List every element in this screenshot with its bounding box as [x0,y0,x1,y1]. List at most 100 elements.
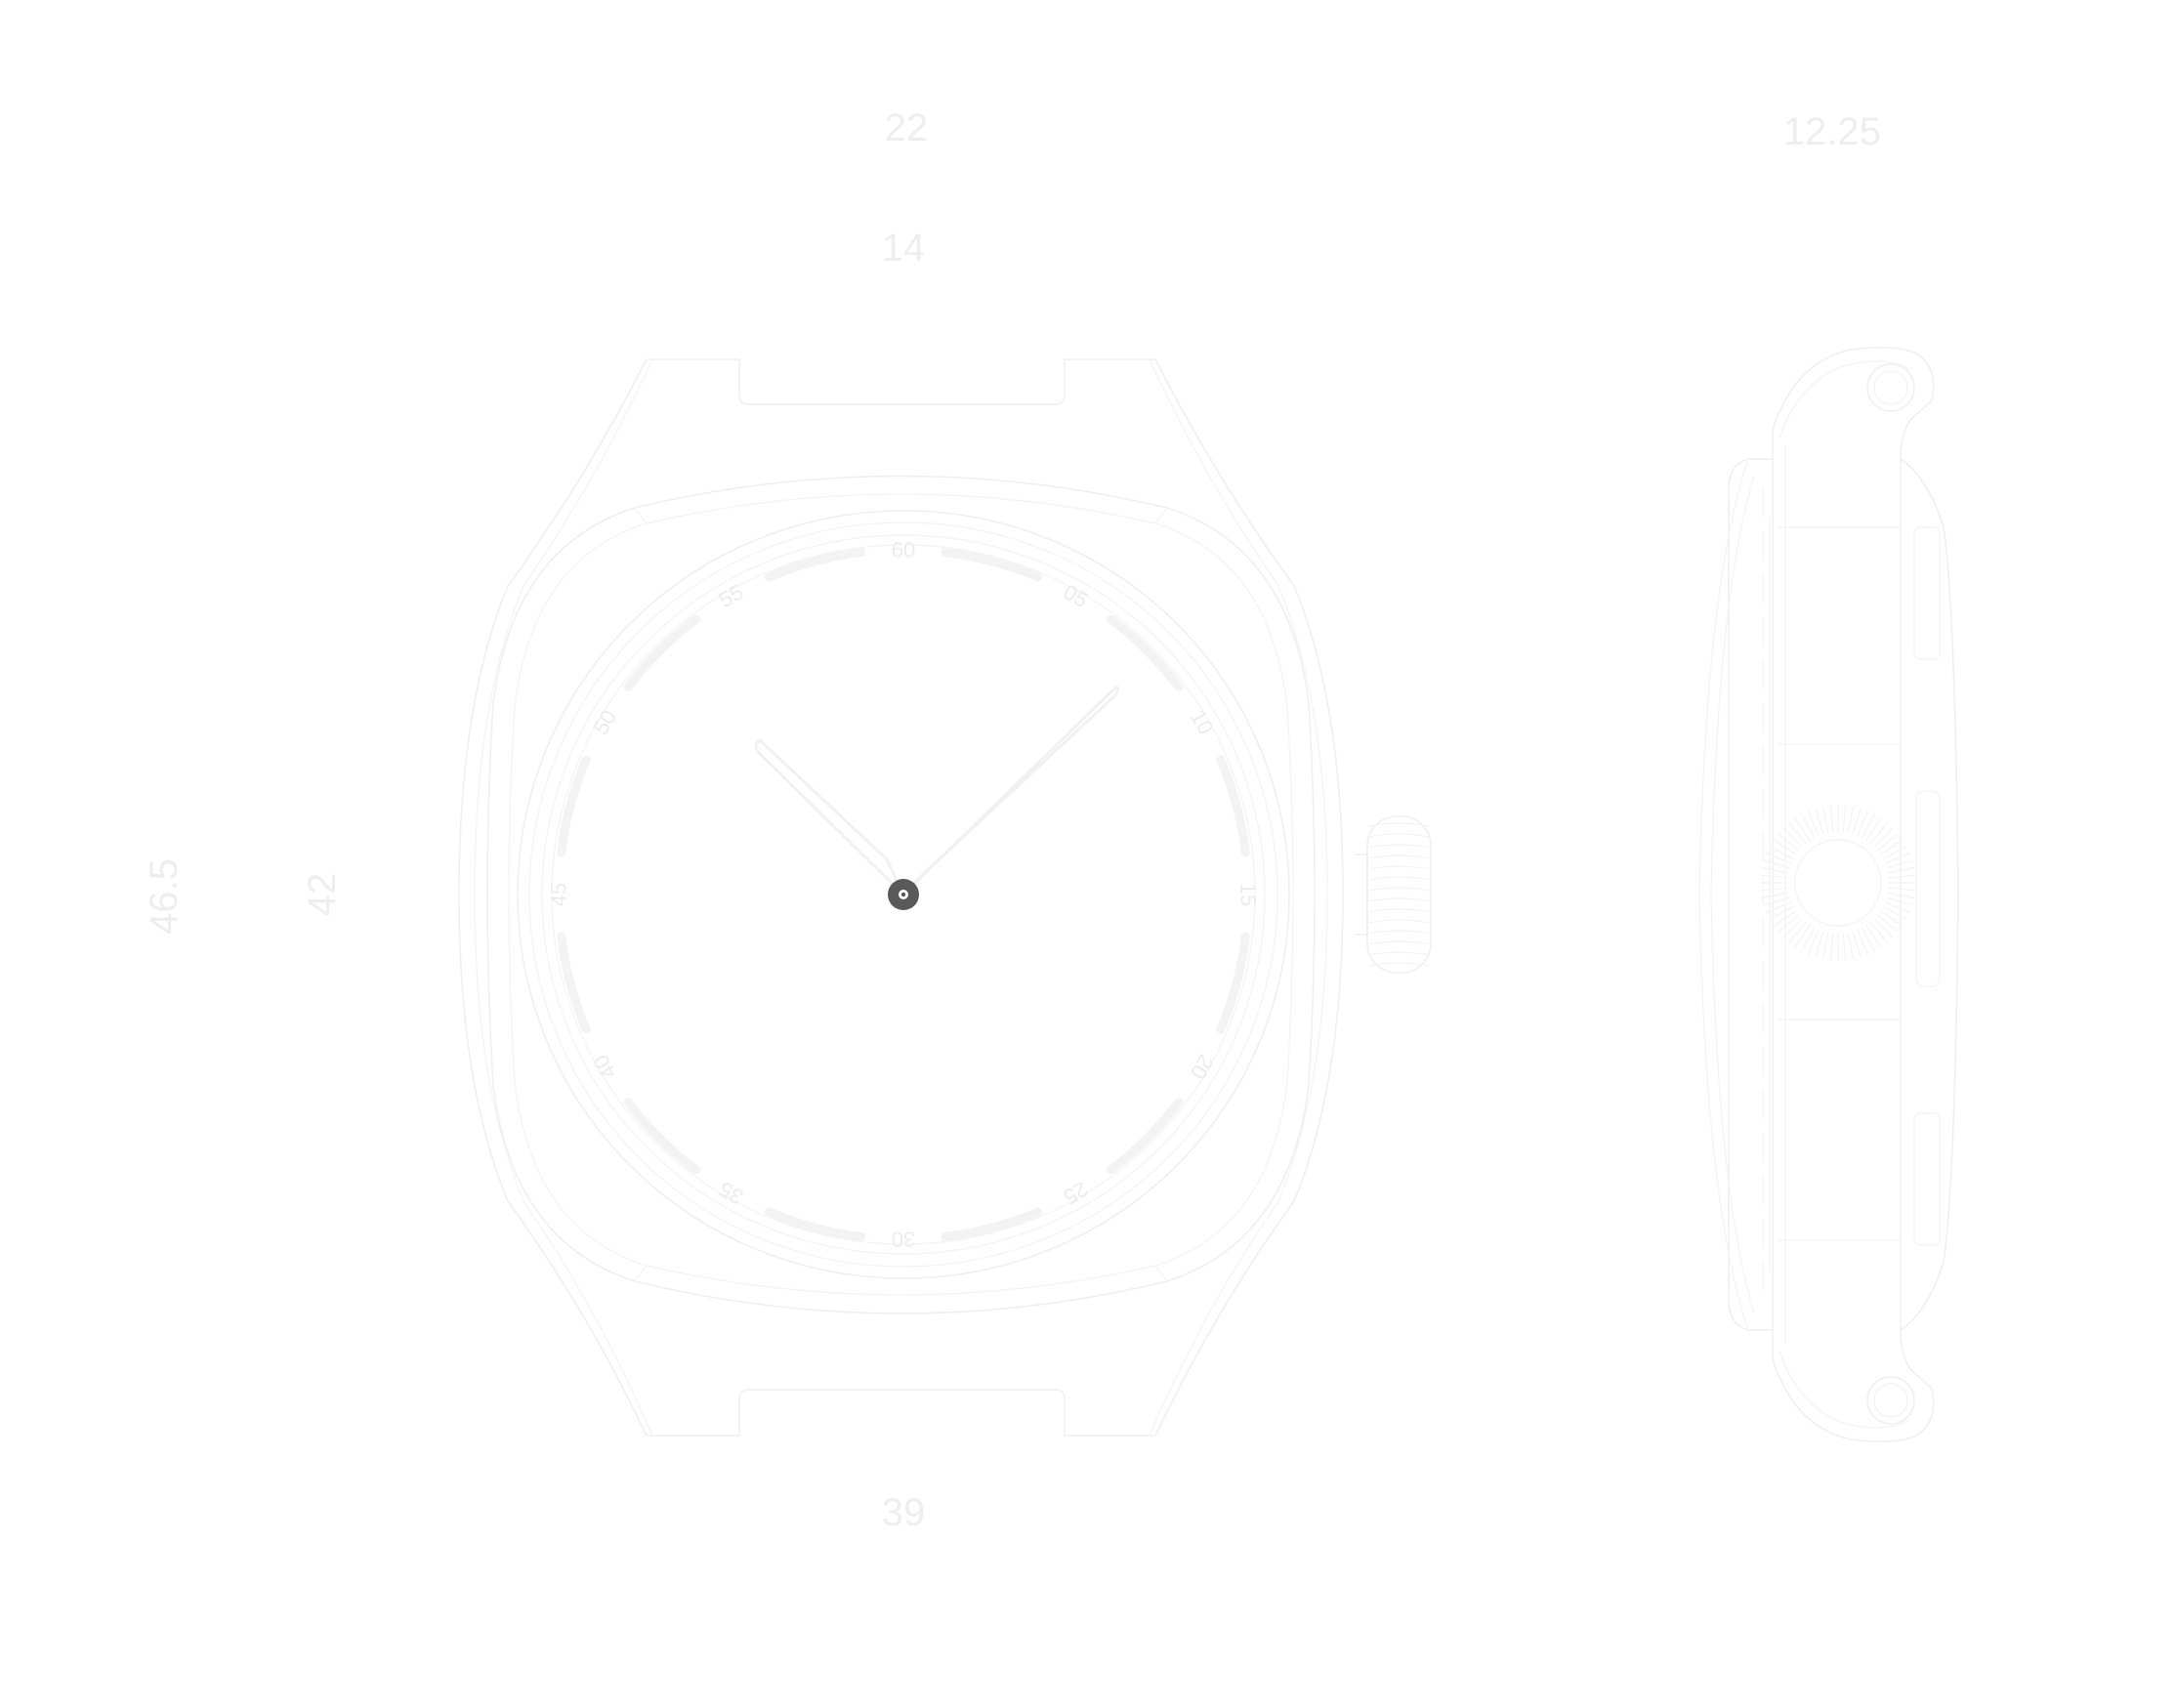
crown-ridge [1368,887,1430,892]
crown-side-gear [1760,805,1916,961]
minute-marker: 35 [715,1177,748,1210]
crown-tooth [1876,832,1900,852]
crown-ridge [1368,844,1430,849]
crown-tooth [1763,859,1790,869]
hands [692,686,1120,1105]
dim-thickness: 12.25 [1783,110,1881,153]
minute-marker: 55 [715,579,748,612]
crown-tooth [1815,808,1824,835]
chapter-ring-segment [1106,1097,1184,1175]
crown-tooth [1882,845,1907,860]
side-view-case [1698,346,1959,1443]
crown-tooth [1865,924,1882,948]
crown-tooth [1777,832,1800,852]
chapter-ring-segment [623,1097,701,1175]
crown-ridge [1368,897,1430,902]
dim-width: 39 [882,1491,926,1534]
crown-tooth [1829,933,1834,961]
crown-tooth [1821,932,1829,960]
hour-hand [754,738,905,896]
chapter-ring-segment [941,1207,1043,1241]
crown-tooth [1888,887,1916,892]
crown-ridge [1368,951,1430,956]
chapter-ring-segment [623,614,701,692]
crown-tooth [1842,933,1847,961]
crown-tooth [1769,905,1794,921]
crown-ridge [1368,908,1430,913]
crown-tooth [1888,874,1916,879]
minute-marker: 60 [892,538,915,562]
chapter-ring-segment [764,548,866,582]
crown-tooth [1887,892,1915,899]
crown-tooth [1852,808,1862,835]
crown-tooth [1869,921,1889,944]
crown-ridge [1368,833,1430,838]
crown-tooth [1807,810,1820,837]
minute-marker: 25 [1060,1177,1093,1210]
crown-tooth [1852,931,1862,958]
dim-inner-width: 14 [882,227,926,270]
crown-tooth [1815,931,1824,958]
chapter-ring-segment [1216,932,1250,1034]
crown-tooth [1842,805,1847,833]
crown-ridge [1368,962,1430,967]
crown-ridge [1368,919,1430,924]
crown-tooth [1886,859,1913,869]
crown-tooth [1884,901,1911,914]
chapter-ring-segment [1216,755,1250,857]
crown-tooth [1879,910,1904,927]
dim-lug-width: 22 [885,106,929,149]
crown-tooth [1787,921,1807,944]
crown-tooth [1761,866,1789,874]
crown-tooth [1787,821,1807,845]
crown-tooth [1769,845,1794,860]
crown-tooth [1861,927,1876,952]
chapter-ring-segment [557,932,591,1034]
crown-tooth [1800,927,1816,952]
crown-tooth [1777,914,1800,934]
crown-tooth [1857,929,1869,956]
front-view-case [458,358,1432,1437]
crown-tooth [1794,817,1811,842]
chapter-ring [557,548,1250,1241]
minute-marker: 05 [1060,579,1093,612]
crown-tooth [1765,901,1792,914]
crown-tooth [1760,887,1788,892]
crown-tooth [1873,826,1895,848]
crown-tooth [1821,806,1829,834]
crown-ridge [1368,876,1430,881]
crown-tooth [1887,866,1915,874]
crown-tooth [1807,929,1820,956]
crown-tooth [1857,810,1869,837]
crown-tooth [1763,896,1790,906]
chapter-ring-segment [764,1207,866,1241]
crown-tooth [1765,852,1792,864]
dim-diameter: 42 [301,873,344,917]
crown-tooth [1781,918,1803,939]
chapter-ring-segment [941,548,1043,582]
minute-hand [901,686,1120,896]
crown-tooth [1760,874,1788,879]
crown-tooth [1800,813,1816,839]
dim-lug-to-lug: 46.5 [143,858,186,935]
crown-tooth [1847,932,1855,960]
crown-tooth [1781,826,1803,848]
crown-ridge [1368,854,1430,859]
crown-tooth [1865,817,1882,842]
minute-marker: 30 [892,1228,915,1252]
crown-tooth [1773,839,1797,855]
crown-tooth [1847,806,1855,834]
minute-marker: 15 [1236,883,1261,906]
crown-tooth [1884,852,1911,864]
crown-tooth [1882,905,1907,921]
crown-ridge [1368,930,1430,935]
crown-tooth [1861,813,1876,839]
crown-tooth [1886,896,1913,906]
crown-tooth [1879,839,1904,855]
crown-tooth [1876,914,1900,934]
crown-ridge [1368,865,1430,870]
minute-marker: 45 [547,883,571,906]
chapter-ring-segment [1106,614,1184,692]
